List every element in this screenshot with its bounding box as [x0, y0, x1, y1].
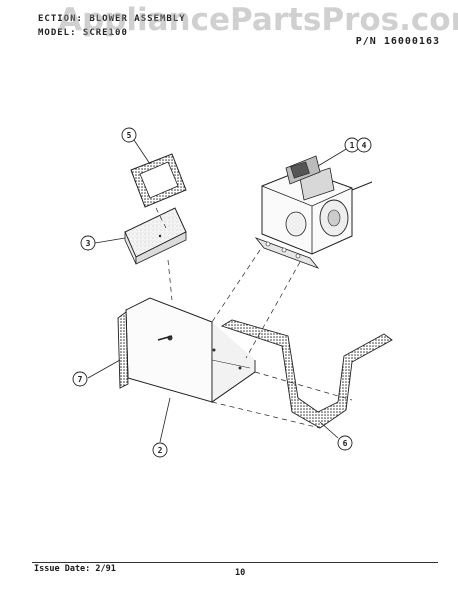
part-1-4-blower-motor — [254, 155, 373, 269]
issue-date: Issue Date: 2/91 — [34, 564, 116, 574]
section-title: ECTION: BLOWER ASSEMBLY — [38, 14, 186, 24]
footer-divider — [32, 562, 438, 563]
svg-text:2: 2 — [158, 446, 163, 455]
part-5-gasket — [130, 153, 187, 208]
callout-6: 6 — [337, 435, 353, 451]
svg-text:4: 4 — [362, 141, 367, 150]
callout-7: 7 — [72, 371, 88, 387]
callout-3: 3 — [80, 235, 96, 251]
svg-text:7: 7 — [78, 375, 83, 384]
part-7-side-gasket — [117, 311, 129, 389]
svg-text:3: 3 — [86, 239, 91, 248]
part-6-long-gasket — [220, 319, 393, 429]
svg-text:1: 1 — [350, 141, 355, 150]
callout-5: 5 — [121, 127, 137, 143]
callout-4: 4 — [356, 137, 372, 153]
svg-text:5: 5 — [127, 131, 132, 140]
svg-text:6: 6 — [343, 439, 348, 448]
model-number: MODEL: SCRE100 — [38, 28, 128, 38]
leader-lines — [87, 139, 349, 443]
page-number: 10 — [235, 568, 246, 578]
callout-2: 2 — [152, 442, 168, 458]
part-number: P/N 16000163 — [355, 36, 440, 47]
part-2-housing — [125, 297, 256, 403]
part-3-filter — [124, 207, 187, 265]
alignment-lines — [155, 207, 353, 429]
